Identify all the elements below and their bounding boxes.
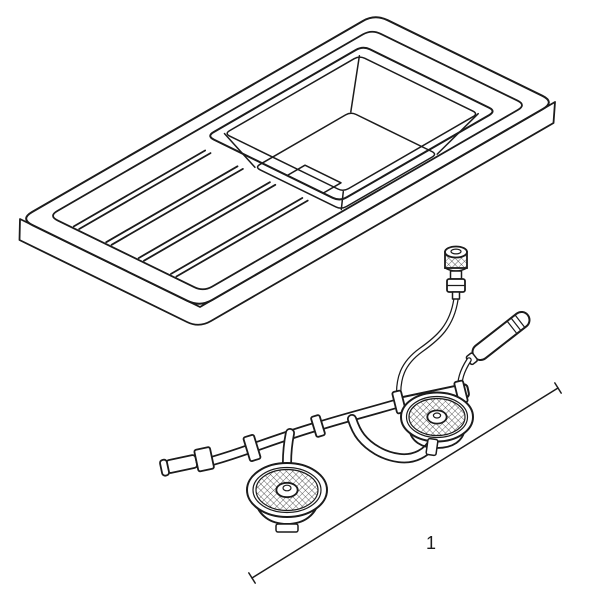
groove-line [72,149,206,228]
callout-end-tick [248,572,256,584]
handle-ribs [506,314,526,335]
knob-tail [451,291,461,300]
callout-end-tick [554,382,562,394]
handle-body [471,310,531,362]
basket-strainer-left [246,462,328,518]
groove-line [143,183,277,262]
coupling-nut [310,414,326,438]
cable-fill [397,297,458,403]
groove-line [110,168,244,246]
trap-cup-left-stub [275,523,299,533]
locknut-ring [425,437,439,457]
hose-spout [165,454,198,474]
groove-line [170,197,304,275]
coupling-ring [310,414,326,438]
drain-assembly-illustration [159,245,531,533]
knob-neck [449,270,463,280]
tube-fill [348,415,438,462]
strainer-knob [282,484,292,492]
coupling-nut [242,434,262,462]
strainer-knob [432,412,442,419]
callout-leader-line [251,387,559,579]
strainer-locknut [425,437,439,457]
waste-pipe-elbow [347,414,439,464]
bowl-wall-edge [340,190,345,211]
bowl-wall-edge [223,132,256,169]
groove-line [78,152,212,230]
bowl-wall-edge [436,112,479,155]
coupling-ring [242,434,262,462]
basket-strainer-right [400,391,474,443]
bowl-drain [286,164,342,194]
bowl-rim-outer [209,46,494,201]
sink-side-profile [18,101,556,326]
strainer-cap [426,409,448,425]
remote-handle [457,310,531,394]
bowl-rim-inner [226,56,477,191]
hose-end-cap [159,458,170,477]
cable-outline [395,296,459,404]
knob-cap [444,245,468,259]
groove-line [137,181,271,259]
knob-cap-detail [450,248,462,255]
strainer-rim-inner [252,466,322,514]
hose-collar [193,446,215,473]
sink-outer-rim [25,16,550,305]
bowl-wall-edge [350,54,361,113]
sink-illustration [18,16,556,326]
groove-line [105,165,239,244]
bowl-bottom [256,112,436,209]
tube-fill [283,429,294,467]
waste-pipe-drop [282,428,295,468]
strainer-cap [275,482,299,498]
callout-label: 1 [426,533,436,553]
drainboard-grooves [72,149,309,278]
strainer-rim-inner [405,395,469,439]
sink-inner-rim [52,30,523,291]
groove-line [175,199,309,278]
callout: 1 [248,382,562,584]
hose-connector [159,446,215,477]
pull-knob-assembly [395,245,468,404]
